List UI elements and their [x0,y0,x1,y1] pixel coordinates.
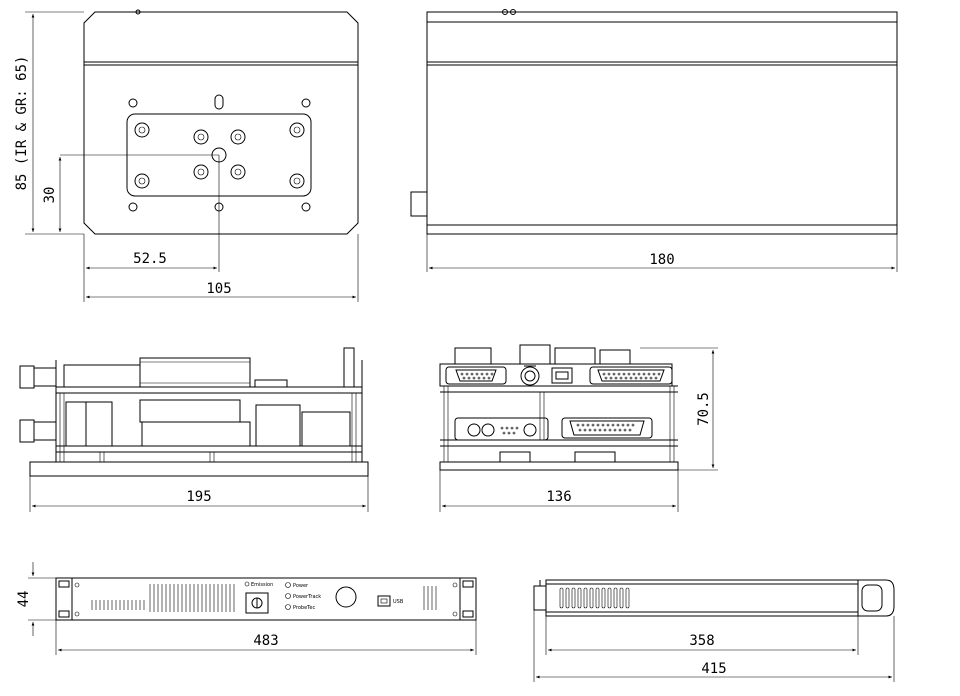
dim-height-85: 85 (IR & GR: 65) [14,56,30,191]
led-probe-tec [285,604,291,610]
led-power [285,582,291,588]
dim-height-30: 30 [42,187,58,204]
vent-slots-large [149,584,235,612]
label-probe-tec: ProbeTec [293,605,315,611]
label-power: Power [293,583,309,589]
top-view: 85 (IR & GR: 65) 30 52.5 105 [14,9,359,302]
label-emission: Emission [251,582,273,588]
plate-screws [134,122,305,189]
dim-width-136: 136 [546,489,571,505]
db25-pins-bottom [576,423,635,432]
dim-length-180: 180 [649,252,674,268]
rack-side-slots [559,587,630,609]
side-view: 180 [410,9,898,272]
dim-height-44: 44 [16,591,32,608]
vent-slots-small [91,600,145,610]
dim-length-195: 195 [186,489,211,505]
rack-front-view: Emission Power PowerTrack ProbeTec USB 4… [16,562,477,655]
usb-port[interactable] [377,595,391,607]
dim-width-105: 105 [206,281,231,297]
dim-depth-358: 358 [689,633,714,649]
db25-pins-top [602,372,661,380]
db15-pins [460,372,494,380]
dim-depth-415: 415 [701,661,726,677]
label-usb: USB [393,599,404,605]
dim-height-70-5: 70.5 [696,392,712,426]
led-power-track [285,593,291,599]
control-knob[interactable] [335,586,357,608]
dim-width-483: 483 [253,633,278,649]
label-power-track: PowerTrack [293,594,321,600]
open-side-view: 195 [19,347,369,512]
dim-width-52-5: 52.5 [133,251,167,267]
rack-side-view: 358 415 [533,579,895,682]
emission-key-switch[interactable] [245,592,269,614]
vent-slots-right [423,586,437,610]
open-front-view: 136 70.5 [439,344,718,512]
